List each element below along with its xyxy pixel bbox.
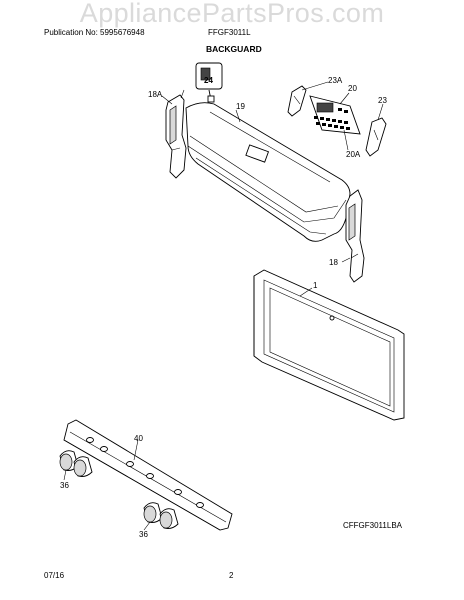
footer-page-number: 2: [229, 571, 234, 580]
callout-40: 40: [134, 434, 143, 443]
watermark-logo-text: AppliancePartsPros.com: [79, 0, 385, 28]
callout-36-right: 36: [139, 530, 148, 539]
callout-20: 20: [348, 84, 357, 93]
part-23-bracket: [365, 117, 387, 157]
part-40-manifold-panel: [63, 419, 233, 531]
part-24-clip: [195, 62, 223, 103]
leader-lines: [63, 81, 384, 531]
callout-23a: 23A: [328, 76, 343, 85]
part-20-control-board: [309, 95, 361, 135]
callout-24: 24: [204, 76, 213, 85]
callout-18a: 18A: [148, 90, 163, 99]
callout-19: 19: [236, 102, 245, 111]
publication-number: Publication No: 5995676948: [44, 28, 145, 37]
part-36-knobs-right: [143, 502, 179, 529]
model-number: FFGF3011L: [208, 28, 251, 37]
part-36-knobs-left: [59, 450, 93, 477]
callout-20a: 20A: [346, 150, 361, 159]
part-18-right-bracket: [345, 189, 365, 283]
callout-36-left: 36: [60, 481, 69, 490]
section-title: BACKGUARD: [206, 44, 262, 54]
footer-date: 07/16: [44, 571, 65, 580]
part-23a-bracket: [287, 85, 307, 117]
callout-1: 1: [313, 281, 318, 290]
callout-23: 23: [378, 96, 387, 105]
callout-18: 18: [329, 258, 338, 267]
figure-code: CFFGF3011LBA: [343, 521, 402, 530]
part-18a-left-bracket: [165, 89, 187, 179]
part-19-backguard-panel: [185, 102, 351, 242]
part-1-back-panel: [253, 269, 405, 421]
